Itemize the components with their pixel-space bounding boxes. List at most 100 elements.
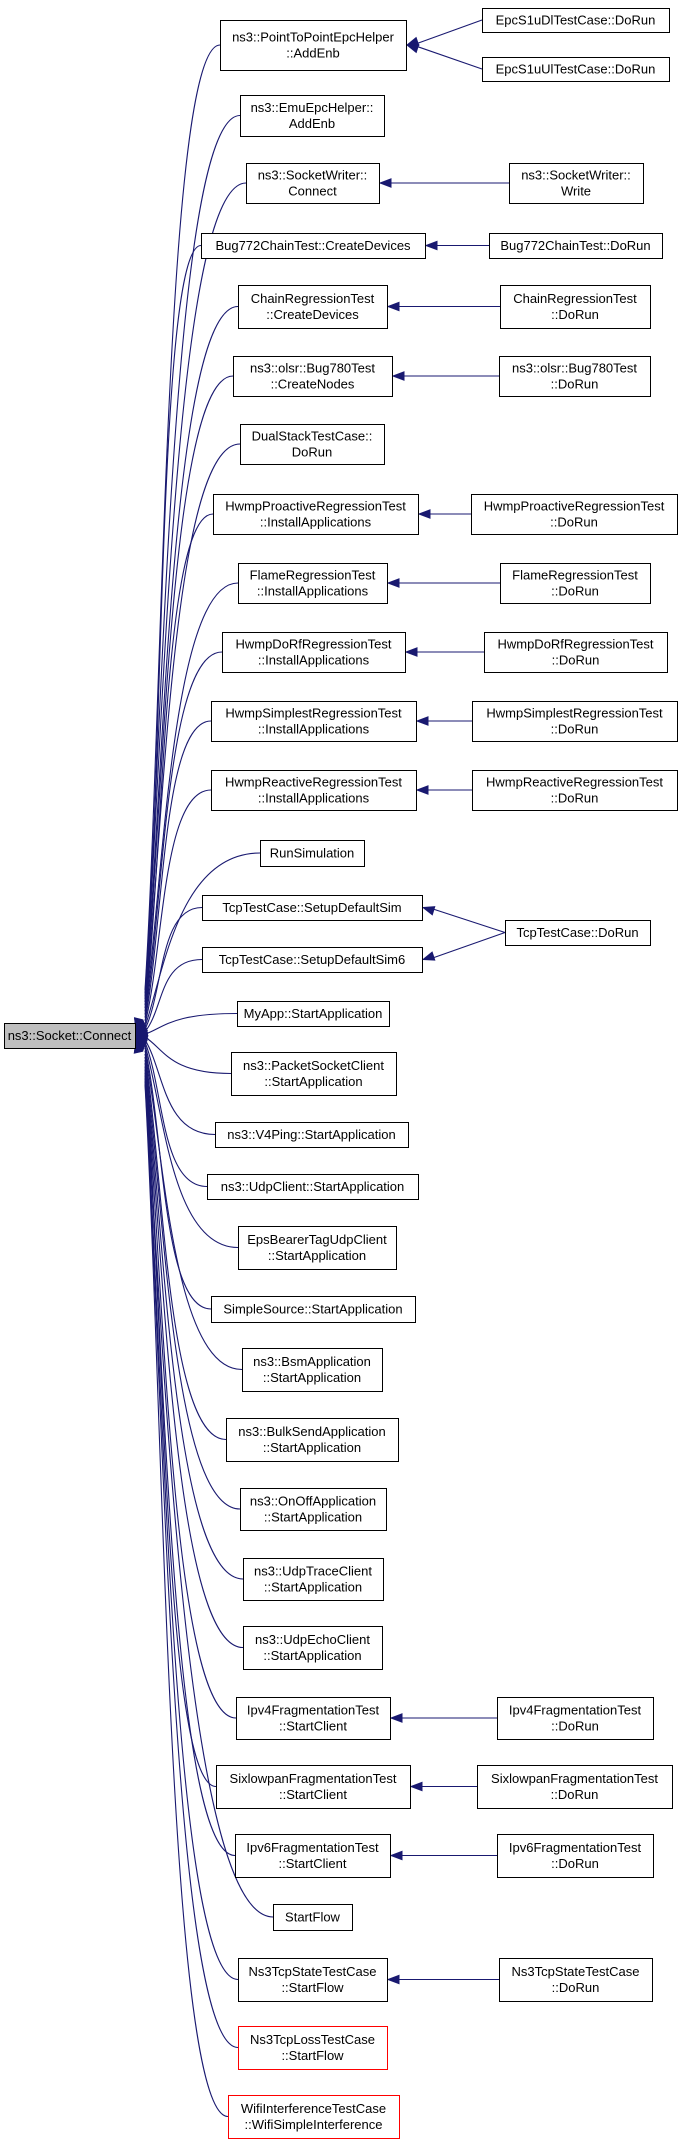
call-edge	[144, 789, 212, 1025]
node-box	[240, 1488, 387, 1531]
call-edge	[144, 1084, 229, 2118]
call-edge	[144, 1053, 227, 1441]
node-box	[505, 920, 651, 946]
call-edge-arrowhead	[421, 906, 436, 916]
node-label-line: EpcS1uUlTestCase::DoRun	[496, 62, 656, 77]
node-flameregressiontest-installapplications[interactable]: FlameRegressionTest::InstallApplications	[238, 563, 388, 604]
node-label-line: ::StartClient	[279, 1856, 347, 1871]
node-box	[211, 770, 417, 811]
node-label-line: ::StartClient	[279, 1787, 347, 1802]
node-chainregressiontest-createdevices[interactable]: ChainRegressionTest::CreateDevices	[238, 285, 388, 329]
node-box	[500, 563, 651, 604]
node-label-line: TcpTestCase::DoRun	[516, 925, 638, 940]
call-edge-arrowhead	[421, 951, 436, 961]
call-edge	[144, 1060, 244, 1580]
node-hwmpdorfregressiontest-dorun[interactable]: HwmpDoRfRegressionTest::DoRun	[484, 632, 668, 673]
node-label-line: Ipv6FragmentationTest	[509, 1840, 642, 1855]
node-box	[273, 1904, 353, 1931]
node-hwmpsimplestregressiontest-dorun[interactable]: HwmpSimplestRegressionTest::DoRun	[472, 701, 678, 742]
node-box	[246, 163, 380, 204]
node-ns3-bulksendapplication-startapplication[interactable]: ns3::BulkSendApplication::StartApplicati…	[226, 1418, 399, 1462]
node-label-line: Ipv4FragmentationTest	[509, 1703, 642, 1718]
node-label-line: MyApp::StartApplication	[244, 1006, 383, 1021]
node-ns3-udpclient-startapplication[interactable]: ns3::UdpClient::StartApplication	[207, 1174, 419, 1200]
node-ns3-udpechoclient-startapplication[interactable]: ns3::UdpEchoClient::StartApplication	[243, 1626, 383, 1670]
node-box	[471, 494, 678, 535]
node-ipv4fragmentationtest-startclient[interactable]: Ipv4FragmentationTest::StartClient	[236, 1697, 391, 1740]
call-edge	[144, 375, 234, 1006]
node-ns3-emuepchelper-addenb[interactable]: ns3::EmuEpcHelper::AddEnb	[240, 95, 385, 137]
node-tcptestcase-setupdefaultsim6[interactable]: TcpTestCase::SetupDefaultSim6	[202, 947, 423, 973]
node-hwmpdorfregressiontest-installapplications[interactable]: HwmpDoRfRegressionTest::InstallApplicati…	[222, 632, 406, 673]
call-edge	[144, 1063, 244, 1649]
node-startflow[interactable]: StartFlow	[273, 1904, 353, 1931]
node-hwmpsimplestregressiontest-installapplications[interactable]: HwmpSimplestRegressionTest::InstallAppli…	[211, 701, 417, 742]
node-myapp-startapplication[interactable]: MyApp::StartApplication	[237, 1001, 390, 1027]
node-ns3-v4ping-startapplication[interactable]: ns3::V4Ping::StartApplication	[215, 1122, 409, 1148]
node-bug772chaintest-createdevices[interactable]: Bug772ChainTest::CreateDevices	[201, 233, 426, 259]
node-label-line: ::DoRun	[551, 377, 599, 392]
node-label-line: Ipv4FragmentationTest	[247, 1703, 380, 1718]
node-label-line: ::DoRun	[551, 722, 599, 737]
node-box	[226, 1418, 399, 1462]
call-edge	[144, 1081, 239, 2049]
call-edge-arrowhead	[409, 1781, 423, 1792]
call-edge	[144, 1036, 232, 1075]
node-box	[238, 1958, 388, 2002]
node-label-line: ::StartApplication	[268, 1248, 366, 1263]
call-edge	[432, 908, 506, 934]
node-box	[211, 1296, 416, 1323]
node-label-line: ::InstallApplications	[260, 515, 372, 530]
node-ipv6fragmentationtest-dorun[interactable]: Ipv6FragmentationTest::DoRun	[497, 1834, 654, 1878]
node-ipv6fragmentationtest-startclient[interactable]: Ipv6FragmentationTest::StartClient	[235, 1834, 391, 1878]
node-ns3tcpstatetestcase-dorun[interactable]: Ns3TcpStateTestCase::DoRun	[499, 1958, 653, 2002]
node-tcptestcase-dorun[interactable]: TcpTestCase::DoRun	[505, 920, 651, 946]
root-node-socket-connect[interactable]: ns3::Socket::Connect	[4, 1023, 136, 1049]
node-label-line: ::StartApplication	[263, 1648, 361, 1663]
node-epcs1udltestcase-dorun[interactable]: EpcS1uDlTestCase::DoRun	[482, 8, 670, 33]
node-sixlowpanfragmentationtest-dorun[interactable]: SixlowpanFragmentationTest::DoRun	[477, 1765, 673, 1809]
node-label-line: ns3::SocketWriter::	[258, 168, 368, 183]
node-epcs1uultestcase-dorun[interactable]: EpcS1uUlTestCase::DoRun	[482, 57, 670, 82]
node-dualstacktestcase-dorun[interactable]: DualStackTestCase::DoRun	[240, 424, 385, 465]
node-sixlowpanfragmentationtest-startclient[interactable]: SixlowpanFragmentationTest::StartClient	[216, 1765, 411, 1809]
call-edge	[416, 45, 483, 70]
node-ns3-udptraceclient-startapplication[interactable]: ns3::UdpTraceClient::StartApplication	[243, 1558, 384, 1601]
node-label-line: HwmpSimplestRegressionTest	[486, 706, 663, 721]
node-ns3-socketwriter-write[interactable]: ns3::SocketWriter::Write	[509, 163, 644, 204]
node-label-line: ::StartApplication	[264, 1510, 362, 1525]
node-ns3-packetsocketclient-startapplication[interactable]: ns3::PacketSocketClient::StartApplicatio…	[231, 1052, 397, 1096]
node-ns3-pointtopointepchelper-addenb[interactable]: ns3::PointToPointEpcHelper::AddEnb	[220, 20, 407, 71]
node-label-line: ChainRegressionTest	[251, 291, 375, 306]
node-label-line: ::DoRun	[550, 515, 598, 530]
call-edge-arrowhead	[415, 716, 429, 726]
node-ipv4fragmentationtest-dorun[interactable]: Ipv4FragmentationTest::DoRun	[497, 1697, 654, 1740]
node-ns3tcplosstestcase-startflow[interactable]: Ns3TcpLossTestCase::StartFlow	[238, 2026, 388, 2070]
node-label-line: ::StartApplication	[264, 1074, 362, 1089]
node-ns3-bsmapplication-startapplication[interactable]: ns3::BsmApplication::StartApplication	[242, 1348, 383, 1392]
node-ns3-olsr-bug780test-createnodes[interactable]: ns3::olsr::Bug780Test::CreateNodes	[233, 356, 393, 397]
node-label-line: HwmpReactiveRegressionTest	[486, 775, 663, 790]
node-epsbearertagudpclient-startapplication[interactable]: EpsBearerTagUdpClient::StartApplication	[238, 1226, 397, 1270]
node-chainregressiontest-dorun[interactable]: ChainRegressionTest::DoRun	[500, 285, 651, 329]
node-hwmpproactiveregressiontest-dorun[interactable]: HwmpProactiveRegressionTest::DoRun	[471, 494, 678, 535]
node-hwmpreactiveregressiontest-installapplications[interactable]: HwmpReactiveRegressionTest::InstallAppli…	[211, 770, 417, 811]
node-runsimulation[interactable]: RunSimulation	[260, 840, 365, 867]
node-ns3-onoffapplication-startapplication[interactable]: ns3::OnOffApplication::StartApplication	[240, 1488, 387, 1531]
node-ns3-olsr-bug780test-dorun[interactable]: ns3::olsr::Bug780Test::DoRun	[499, 356, 651, 397]
node-bug772chaintest-dorun[interactable]: Bug772ChainTest::DoRun	[489, 233, 663, 259]
call-edge-arrowhead	[378, 178, 392, 188]
node-label-line: HwmpProactiveRegressionTest	[484, 499, 665, 514]
node-box	[213, 494, 419, 535]
node-simplesource-startapplication[interactable]: SimpleSource::StartApplication	[211, 1296, 416, 1323]
call-edge	[432, 931, 506, 959]
node-hwmpreactiveregressiontest-dorun[interactable]: HwmpReactiveRegressionTest::DoRun	[472, 770, 678, 811]
node-wifiinterferencetestcase-wifisimpleinterference[interactable]: WifiInterferenceTestCase::WifiSimpleInte…	[228, 2095, 400, 2139]
node-tcptestcase-setupdefaultsim[interactable]: TcpTestCase::SetupDefaultSim	[202, 895, 423, 921]
node-ns3-socketwriter-connect[interactable]: ns3::SocketWriter::Connect	[246, 163, 380, 204]
node-ns3tcpstatetestcase-startflow[interactable]: Ns3TcpStateTestCase::StartFlow	[238, 1958, 388, 2002]
node-flameregressiontest-dorun[interactable]: FlameRegressionTest::DoRun	[500, 563, 651, 604]
node-hwmpproactiveregressiontest-installapplications[interactable]: HwmpProactiveRegressionTest::InstallAppl…	[213, 494, 419, 535]
call-edge	[144, 1047, 212, 1310]
